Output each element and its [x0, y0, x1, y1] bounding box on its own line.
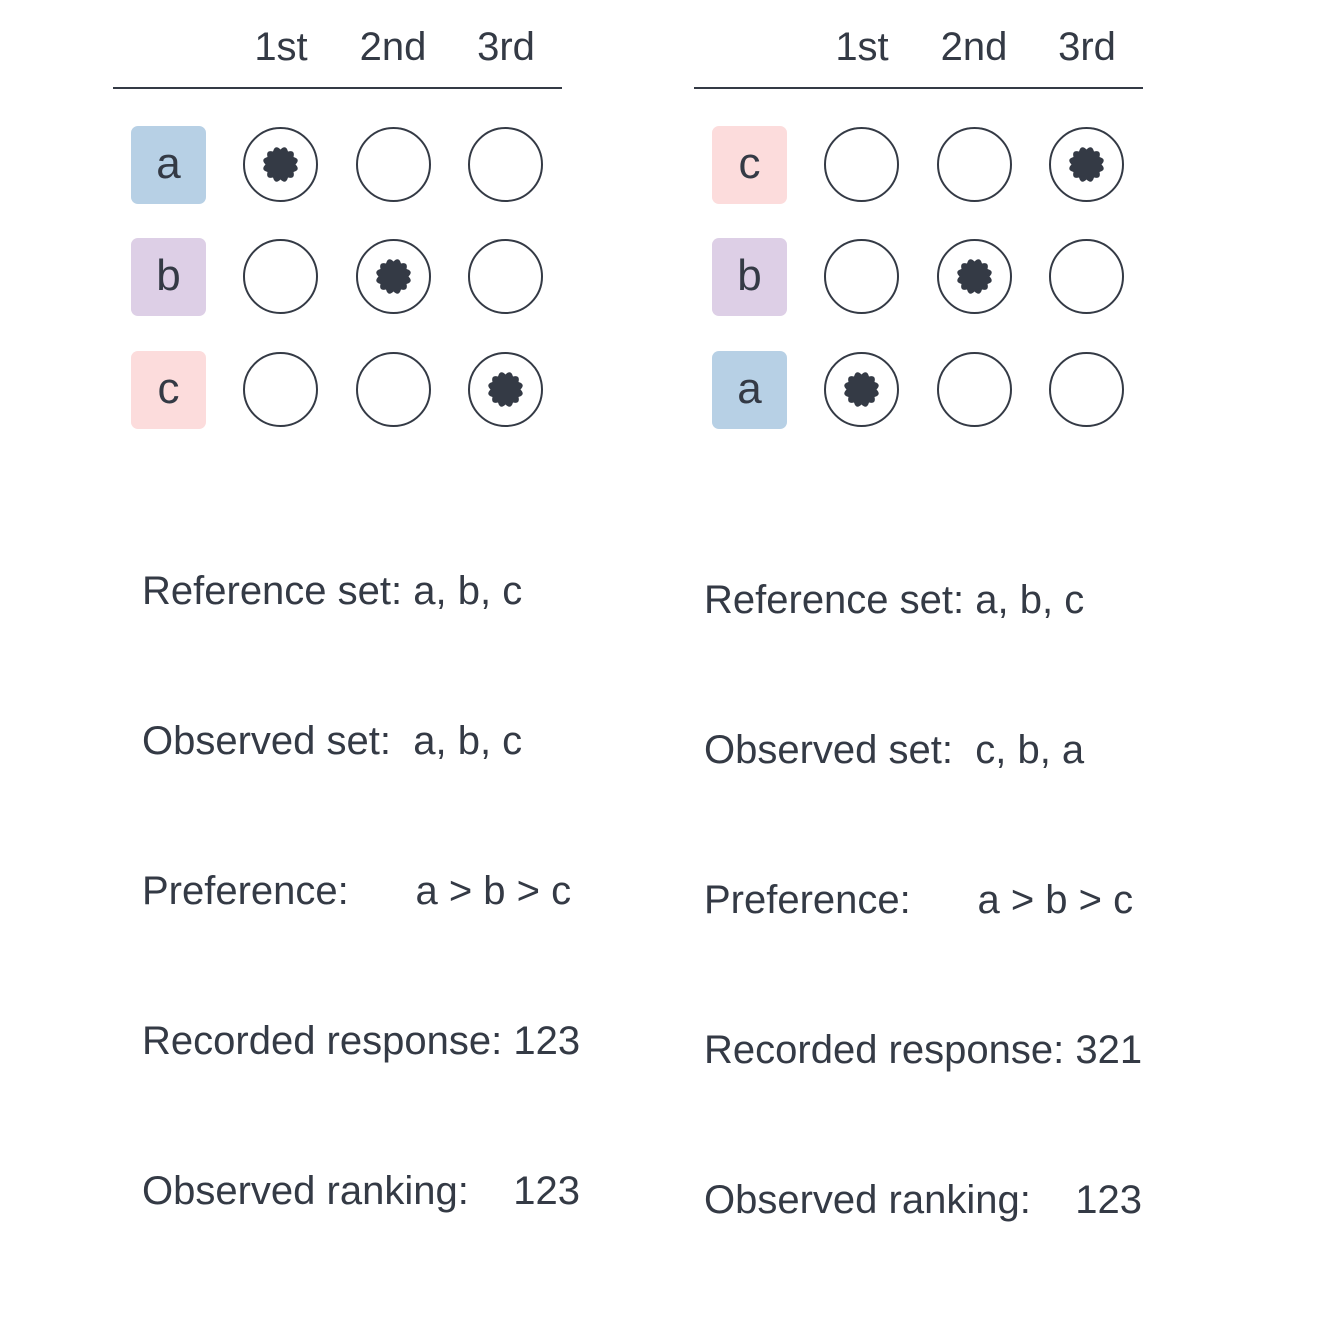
- item-label: c: [131, 351, 206, 429]
- filled-mark-icon: [376, 259, 411, 294]
- rank-bubble[interactable]: [824, 239, 899, 314]
- filled-mark-icon: [488, 372, 523, 407]
- info-recorded-response: Recorded response: 321: [704, 1028, 1143, 1072]
- header-divider: [113, 87, 562, 89]
- column-header-1st: 1st: [835, 25, 889, 69]
- ranking-panel-left: 1st 2nd 3rd a b c Reference set: a, b, c…: [0, 0, 580, 1213]
- rank-bubble[interactable]: [243, 239, 318, 314]
- rank-bubble[interactable]: [468, 239, 543, 314]
- info-observed-ranking: Observed ranking: 123: [704, 1178, 1143, 1222]
- rank-bubble[interactable]: [468, 127, 543, 202]
- rank-bubble[interactable]: [356, 352, 431, 427]
- info-recorded-response: Recorded response: 123: [142, 1019, 581, 1063]
- rank-bubble-filled[interactable]: [1049, 127, 1124, 202]
- info-block: Reference set: a, b, c Observed set: a, …: [142, 466, 580, 1316]
- column-header-2nd: 2nd: [940, 25, 1008, 69]
- info-reference-set: Reference set: a, b, c: [704, 578, 1085, 622]
- item-label: a: [131, 126, 206, 204]
- ranking-panel-right: 1st 2nd 3rd c b a Reference set: a, b, c…: [581, 0, 1143, 1222]
- rank-bubble[interactable]: [937, 127, 1012, 202]
- column-header-3rd: 3rd: [1058, 25, 1116, 69]
- filled-mark-icon: [844, 372, 879, 407]
- column-header-2nd: 2nd: [359, 25, 427, 69]
- rank-bubble[interactable]: [1049, 239, 1124, 314]
- info-observed-set: Observed set: c, b, a: [704, 728, 1085, 772]
- rank-bubble[interactable]: [1049, 352, 1124, 427]
- rank-bubble-filled[interactable]: [356, 239, 431, 314]
- filled-mark-icon: [957, 259, 992, 294]
- info-observed-set: Observed set: a, b, c: [142, 719, 523, 763]
- info-observed-ranking: Observed ranking: 123: [142, 1169, 581, 1213]
- filled-mark-icon: [263, 147, 298, 182]
- rank-bubble-filled[interactable]: [243, 127, 318, 202]
- column-header-1st: 1st: [254, 25, 308, 69]
- item-label: a: [712, 351, 787, 429]
- rank-bubble[interactable]: [356, 127, 431, 202]
- rank-bubble-filled[interactable]: [468, 352, 543, 427]
- rank-bubble-filled[interactable]: [824, 352, 899, 427]
- filled-mark-icon: [1069, 147, 1104, 182]
- item-label: b: [131, 238, 206, 316]
- item-label: c: [712, 126, 787, 204]
- info-block: Reference set: a, b, c Observed set: c, …: [704, 475, 1142, 1325]
- rank-bubble[interactable]: [824, 127, 899, 202]
- info-reference-set: Reference set: a, b, c: [142, 569, 523, 613]
- rank-bubble[interactable]: [937, 352, 1012, 427]
- info-preference: Preference: a > b > c: [142, 869, 572, 913]
- info-preference: Preference: a > b > c: [704, 878, 1134, 922]
- item-label: b: [712, 238, 787, 316]
- column-header-3rd: 3rd: [477, 25, 535, 69]
- rank-bubble-filled[interactable]: [937, 239, 1012, 314]
- rank-bubble[interactable]: [243, 352, 318, 427]
- header-divider: [694, 87, 1143, 89]
